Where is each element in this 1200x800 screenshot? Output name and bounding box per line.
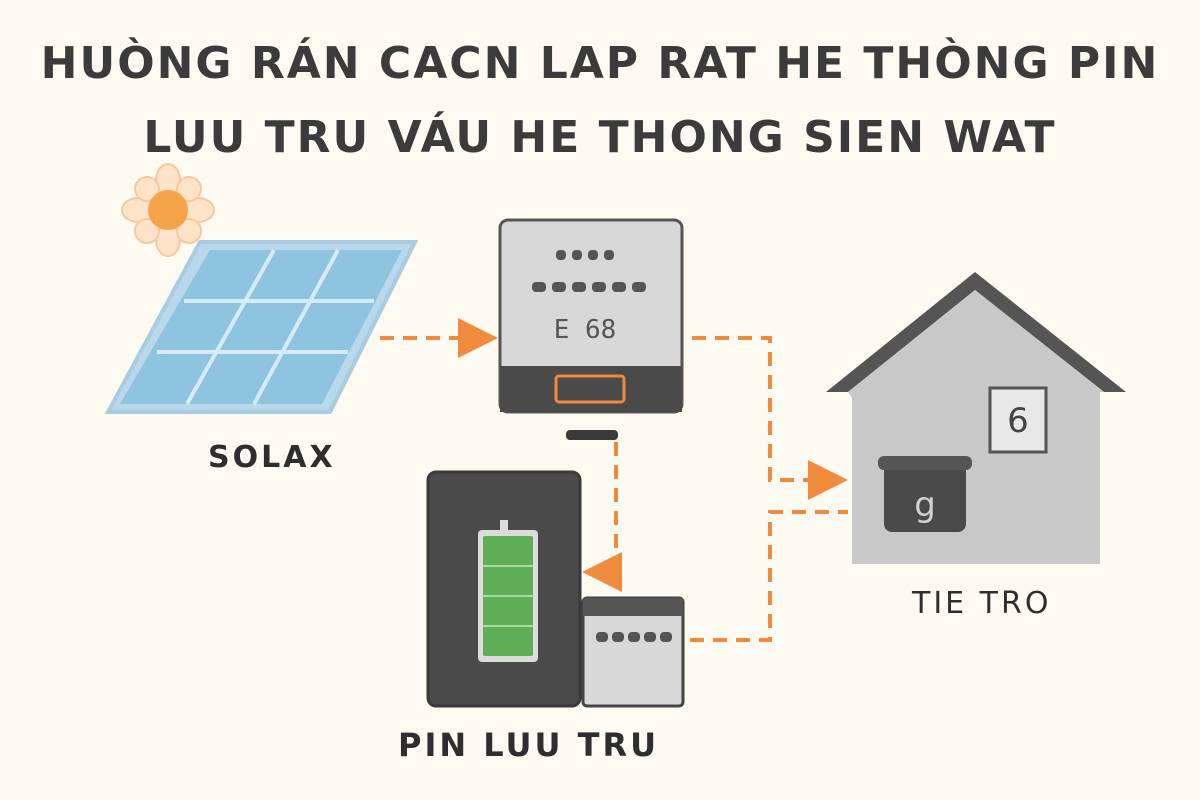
connection-battery-to-house xyxy=(690,510,848,642)
sun-icon xyxy=(121,163,215,257)
inverter-display-text: E 68 xyxy=(554,315,617,345)
battery-label: PIN LUU TRU xyxy=(398,726,660,764)
solar-label: SOLAX xyxy=(208,440,336,475)
solar-panel-icon xyxy=(104,240,419,414)
battery-storage-device xyxy=(426,470,685,708)
inverter-device: E 68 xyxy=(498,218,684,440)
connection-inverter-to-battery xyxy=(582,442,622,592)
diagram-title-line-2: LUU TRU VÁU HE THONG SIEN WAT xyxy=(143,112,1057,163)
house-meter-digit: 6 xyxy=(1007,401,1029,441)
house-label: TIE TRO xyxy=(912,586,1052,621)
diagram-title-line-1: HUÒNG RÁN CACN LAP RAT HE THÒNG PIN xyxy=(40,38,1160,89)
inverter-indicator-light xyxy=(554,374,626,404)
house-meter xyxy=(988,386,1048,454)
house-icon: 6 g xyxy=(826,272,1126,564)
house-tank xyxy=(884,460,966,532)
house-tank-digit: g xyxy=(914,485,936,525)
connection-inverter-to-house xyxy=(692,336,848,500)
inverter-connector xyxy=(566,430,618,440)
